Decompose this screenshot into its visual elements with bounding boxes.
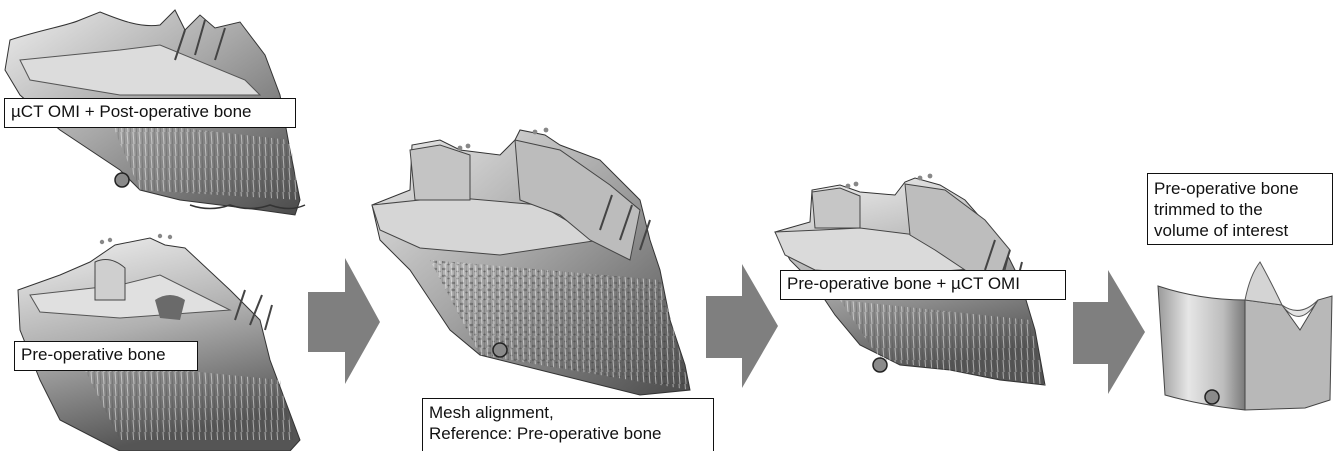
label-microct-postop: µCT OMI + Post-operative bone xyxy=(4,98,296,128)
label-preop-plus-microct: Pre-operative bone + µCT OMI xyxy=(780,270,1066,300)
trimmed-bone-model xyxy=(1158,262,1332,410)
aligned-bone-model xyxy=(372,128,690,395)
arrow-2 xyxy=(706,264,778,388)
arrow-3 xyxy=(1073,270,1145,394)
label-trimmed-volume: Pre-operative bone trimmed to the volume… xyxy=(1147,173,1333,245)
arrow-1 xyxy=(308,258,380,384)
label-preop-bone: Pre-operative bone xyxy=(14,341,198,371)
label-mesh-alignment: Mesh alignment, Reference: Pre-operative… xyxy=(422,398,714,451)
